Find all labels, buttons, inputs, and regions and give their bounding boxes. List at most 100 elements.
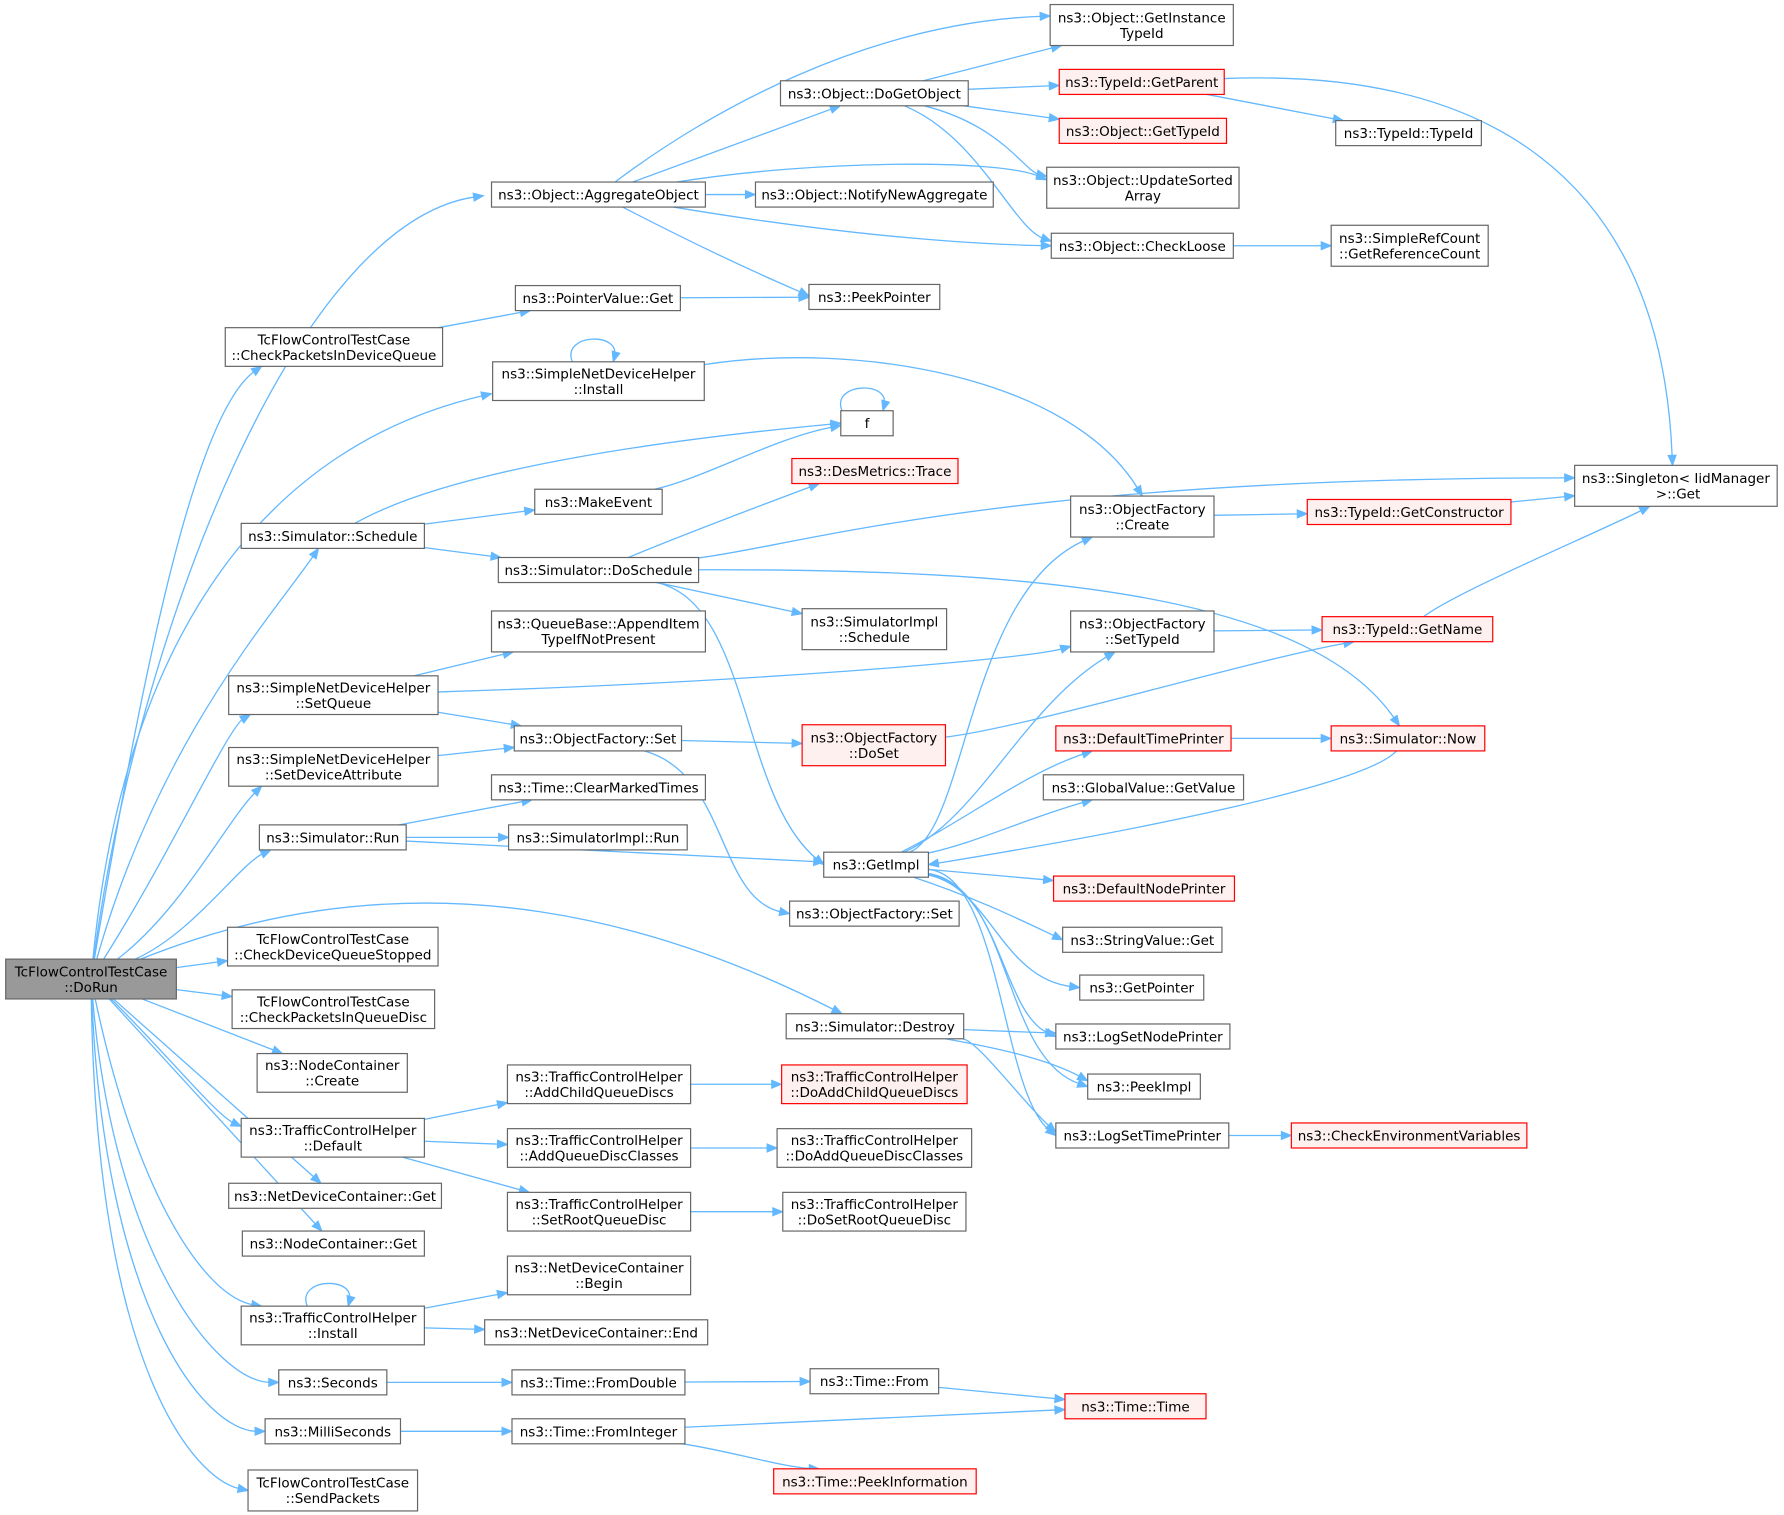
node-clearmarkedtimes[interactable]: ns3::Time::ClearMarkedTimes [490,774,707,801]
node-ofset1[interactable]: ns3::ObjectFactory::Set [513,725,683,752]
node-box[interactable] [789,900,960,927]
node-checkenvvars[interactable]: ns3::CheckEnvironmentVariables [1290,1122,1528,1149]
node-box[interactable] [1087,1073,1201,1100]
node-checkdevqstopped[interactable]: TcFlowControlTestCase::CheckDeviceQueueS… [226,926,439,967]
node-checkloose[interactable]: ns3::Object::CheckLoose [1050,232,1234,259]
node-gettypeid[interactable]: ns3::Object::GetTypeId [1058,117,1228,144]
node-peekpointer[interactable]: ns3::PeekPointer [808,283,941,311]
node-makeevent[interactable]: ns3::MakeEvent [534,488,663,515]
node-simrun[interactable]: ns3::Simulator::Run [258,824,407,851]
node-getconstructor[interactable]: ns3::TypeId::GetConstructor [1306,498,1512,526]
node-box[interactable] [1042,774,1245,801]
node-f[interactable]: f [840,410,894,437]
node-box[interactable] [534,488,663,515]
node-box[interactable] [1055,1122,1230,1149]
node-box[interactable] [1306,498,1512,526]
node-ncget[interactable]: ns3::NodeContainer::Get [241,1230,425,1257]
node-box[interactable] [240,1305,425,1346]
node-peekinformation[interactable]: ns3::Time::PeekInformation [773,1468,977,1495]
node-logsetnodeprinter[interactable]: ns3::LogSetNodePrinter [1055,1023,1231,1050]
node-box[interactable] [241,1230,425,1257]
node-box[interactable] [506,1064,692,1105]
node-nccreate[interactable]: ns3::NodeContainer::Create [256,1052,408,1093]
node-box[interactable] [5,958,177,1000]
node-box[interactable] [224,327,444,367]
node-milliseconds[interactable]: ns3::MilliSeconds [264,1418,402,1445]
node-doschedule[interactable]: ns3::Simulator::DoSchedule [497,556,700,584]
node-frominteger[interactable]: ns3::Time::FromInteger [511,1418,686,1445]
node-box[interactable] [228,1182,443,1209]
node-box[interactable] [1574,464,1778,507]
node-tchdefault[interactable]: ns3::TrafficControlHelper::Default [240,1117,425,1158]
node-box[interactable] [809,1368,940,1395]
node-box[interactable] [490,610,707,653]
node-box[interactable] [228,675,439,716]
node-ndcbegin[interactable]: ns3::NetDeviceContainer::Begin [506,1255,692,1296]
node-ofdoset[interactable]: ns3::ObjectFactory::DoSet [801,724,947,767]
node-box[interactable] [226,926,439,967]
node-box[interactable] [492,361,705,402]
node-box[interactable] [823,851,930,878]
node-simimplschedule[interactable]: ns3::SimulatorImpl::Schedule [801,608,948,651]
node-box[interactable] [785,1013,965,1040]
node-box[interactable] [506,1255,692,1296]
node-box[interactable] [514,284,681,312]
node-box[interactable] [1055,1023,1231,1050]
node-stringvalueget[interactable]: ns3::StringValue::Get [1062,926,1223,953]
node-box[interactable] [1062,926,1223,953]
node-timefrom[interactable]: ns3::Time::From [809,1368,940,1395]
node-box[interactable] [231,989,436,1030]
node-box[interactable] [490,181,707,208]
node-getparent[interactable]: ns3::TypeId::GetParent [1058,68,1225,96]
node-box[interactable] [776,1128,973,1168]
node-globalvaluegetvalue[interactable]: ns3::GlobalValue::GetValue [1042,774,1245,801]
node-sendpackets[interactable]: TcFlowControlTestCase::SendPackets [247,1469,419,1512]
node-box[interactable] [507,824,688,851]
node-desmetrics[interactable]: ns3::DesMetrics::Trace [791,457,959,485]
node-box[interactable] [1070,610,1215,653]
node-tchdoaddclasses[interactable]: ns3::TrafficControlHelper::DoAddQueueDis… [776,1128,973,1168]
node-box[interactable] [781,1064,968,1105]
node-sndhsetdevattr[interactable]: ns3::SimpleNetDeviceHelper::SetDeviceAtt… [228,746,439,787]
node-box[interactable] [773,1468,977,1495]
node-box[interactable] [1055,725,1232,752]
node-box[interactable] [240,522,425,549]
node-box[interactable] [490,774,707,801]
node-box[interactable] [513,725,683,752]
node-box[interactable] [754,181,994,208]
node-box[interactable] [801,608,948,651]
node-dogetobject[interactable]: ns3::Object::DoGetObject [779,80,969,107]
node-box[interactable] [1290,1122,1528,1149]
node-box[interactable] [1046,166,1240,209]
node-box[interactable] [779,80,969,107]
node-timetime[interactable]: ns3::Time::Time [1064,1393,1207,1420]
node-typeidtypeid[interactable]: ns3::TypeId::TypeId [1335,120,1482,147]
node-logsettimeprinter[interactable]: ns3::LogSetTimePrinter [1055,1122,1230,1149]
node-box[interactable] [278,1369,388,1396]
node-getname[interactable]: ns3::TypeId::GetName [1321,616,1494,643]
node-box[interactable] [782,1191,967,1232]
node-box[interactable] [1050,232,1234,259]
node-ofsettypeid[interactable]: ns3::ObjectFactory::SetTypeId [1070,610,1215,653]
node-tchdosetroot[interactable]: ns3::TrafficControlHelper::DoSetRootQueu… [782,1191,967,1232]
node-box[interactable] [1049,3,1234,47]
node-box[interactable] [264,1418,402,1445]
node-box[interactable] [228,746,439,787]
node-box[interactable] [1058,117,1228,144]
node-seconds[interactable]: ns3::Seconds [278,1369,388,1396]
node-sndhsetqueue[interactable]: ns3::SimpleNetDeviceHelper::SetQueue [228,675,439,716]
node-box[interactable] [506,1191,692,1232]
node-box[interactable] [808,283,941,311]
node-checkpktsqdisc[interactable]: TcFlowControlTestCase::CheckPacketsInQue… [231,989,436,1030]
node-box[interactable] [484,1319,709,1346]
node-simdestroy[interactable]: ns3::Simulator::Destroy [785,1013,965,1040]
node-box[interactable] [801,724,947,767]
node-box[interactable] [247,1469,419,1512]
node-box[interactable] [840,410,894,437]
node-box[interactable] [1335,120,1482,147]
node-box[interactable] [1058,68,1225,96]
node-getimpl[interactable]: ns3::GetImpl [823,851,930,878]
node-tchdoaddchild[interactable]: ns3::TrafficControlHelper::DoAddChildQue… [781,1064,968,1105]
